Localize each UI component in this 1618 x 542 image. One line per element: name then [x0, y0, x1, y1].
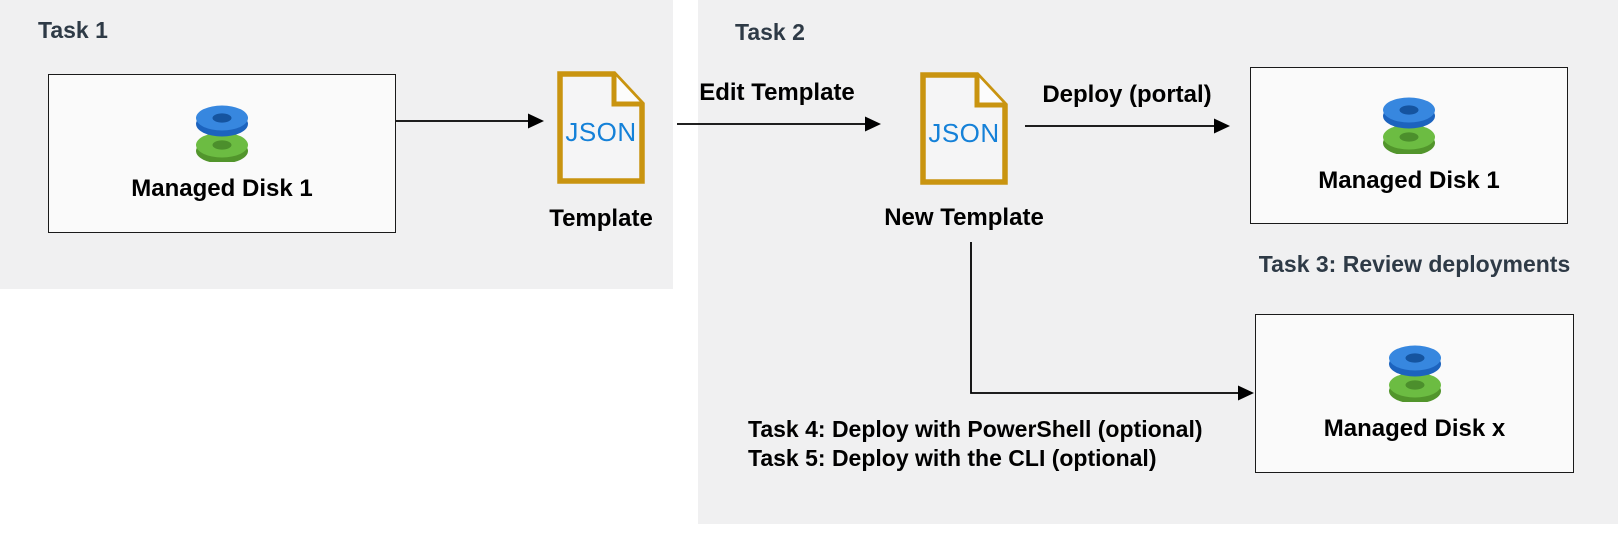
edit-template-arrow-label: Edit Template	[699, 79, 855, 106]
task3-heading: Task 3: Review deployments	[1258, 251, 1571, 277]
json-document-icon	[920, 72, 1008, 185]
managed-disk-icon	[196, 105, 248, 162]
json-document-icon	[557, 71, 645, 184]
task1-heading: Task 1	[38, 17, 108, 43]
task2-heading: Task 2	[735, 19, 805, 45]
deploy-portal-arrow-label: Deploy (portal)	[1042, 81, 1212, 108]
managed-disk-x-box: Managed Disk x	[1255, 314, 1574, 473]
managed-disk-1-deployed-box: Managed Disk 1	[1250, 67, 1568, 224]
managed-disk-icon	[1383, 97, 1435, 154]
template-json-file-icon: JSON	[557, 68, 645, 187]
task5-line: Task 5: Deploy with the CLI (optional)	[748, 445, 1157, 471]
new-template-json-file-icon: JSON	[920, 69, 1008, 188]
disk-box-label: Managed Disk 1	[1318, 167, 1500, 194]
disk-box-label: Managed Disk x	[1323, 415, 1506, 442]
json-file-type-text: JSON	[565, 117, 637, 147]
task4-line: Task 4: Deploy with PowerShell (optional…	[748, 416, 1203, 442]
json-file-type-text: JSON	[928, 118, 1000, 148]
new-template-caption: New Template	[884, 204, 1044, 231]
template-caption: Template	[549, 205, 653, 232]
disk-box-label: Managed Disk 1	[131, 175, 313, 202]
managed-disk-1-source-box: Managed Disk 1	[48, 74, 396, 233]
managed-disk-icon	[1388, 345, 1441, 402]
task45-text-block: Task 4: Deploy with PowerShell (optional…	[748, 415, 1203, 473]
